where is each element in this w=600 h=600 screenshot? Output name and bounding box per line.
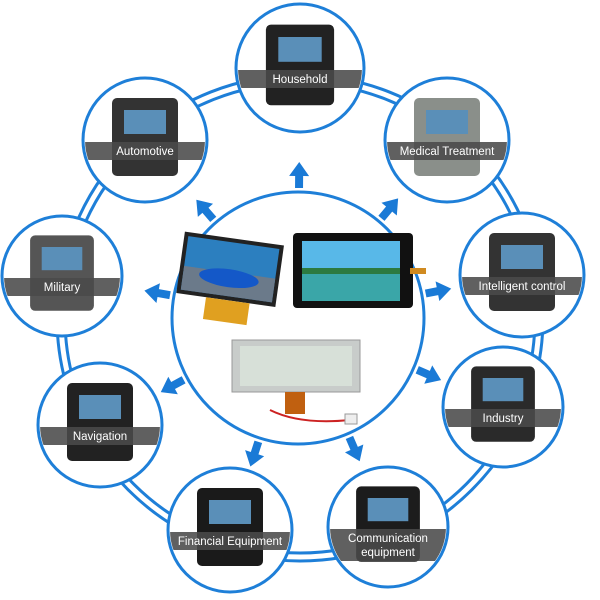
navigation-device-image xyxy=(67,383,133,461)
navigation-node[interactable]: Navigation xyxy=(35,361,165,489)
tablet-touch-display-image xyxy=(293,233,426,308)
household-device-image xyxy=(265,24,335,106)
communication-equipment-label: equipment xyxy=(361,547,416,559)
automotive-node[interactable]: Automotive xyxy=(80,76,210,204)
communication-equipment-arrow xyxy=(344,435,364,462)
military-arrow xyxy=(144,283,171,303)
character-lcd-module-image xyxy=(231,339,361,425)
automotive-device-image xyxy=(112,98,178,176)
household-arrow xyxy=(289,162,310,189)
communication-equipment-node[interactable]: Communication equipment xyxy=(325,465,451,589)
center-circle xyxy=(170,190,426,446)
automotive-label-band xyxy=(85,142,205,160)
automotive-label: Automotive xyxy=(116,146,174,158)
industry-arrow xyxy=(415,365,442,384)
military-device-image xyxy=(30,235,94,311)
military-label-band xyxy=(4,278,120,296)
intelligent-control-device-image xyxy=(489,233,555,311)
military-label: Military xyxy=(44,282,81,294)
intelligent-control-label: Intelligent control xyxy=(479,281,566,293)
communication-equipment-label: Communication xyxy=(348,533,428,545)
industry-device-image xyxy=(471,366,535,442)
financial-equipment-label: Financial Equipment xyxy=(178,536,283,548)
navigation-label: Navigation xyxy=(73,431,127,443)
medical-treatment-device-image xyxy=(414,98,480,176)
intelligent-control-arrow xyxy=(424,281,452,302)
medical-treatment-arrow xyxy=(378,198,399,221)
financial-equipment-node[interactable]: Financial Equipment xyxy=(165,466,295,594)
household-node[interactable]: Household xyxy=(233,2,367,134)
intelligent-control-label-band xyxy=(462,277,582,295)
financial-equipment-device-image xyxy=(197,488,263,566)
navigation-label-band xyxy=(40,427,160,445)
industry-label-band xyxy=(445,409,561,427)
financial-equipment-label-band xyxy=(170,532,290,550)
navigation-arrow xyxy=(160,376,186,395)
military-node[interactable]: Military xyxy=(0,214,125,338)
car-display-lcd-image xyxy=(176,231,284,326)
communication-equipment-label-band xyxy=(330,529,446,561)
medical-treatment-label: Medical Treatment xyxy=(400,146,495,158)
household-label-band xyxy=(238,70,362,88)
industry-node[interactable]: Industry xyxy=(440,345,566,469)
household-label: Household xyxy=(273,74,328,86)
automotive-arrow xyxy=(196,199,217,223)
arrows xyxy=(144,162,452,467)
medical-treatment-label-band xyxy=(387,142,507,160)
intelligent-control-node[interactable]: Intelligent control xyxy=(457,211,587,339)
medical-treatment-node[interactable]: Medical Treatment xyxy=(382,76,512,204)
industry-label: Industry xyxy=(483,413,524,425)
financial-equipment-arrow xyxy=(245,440,265,467)
